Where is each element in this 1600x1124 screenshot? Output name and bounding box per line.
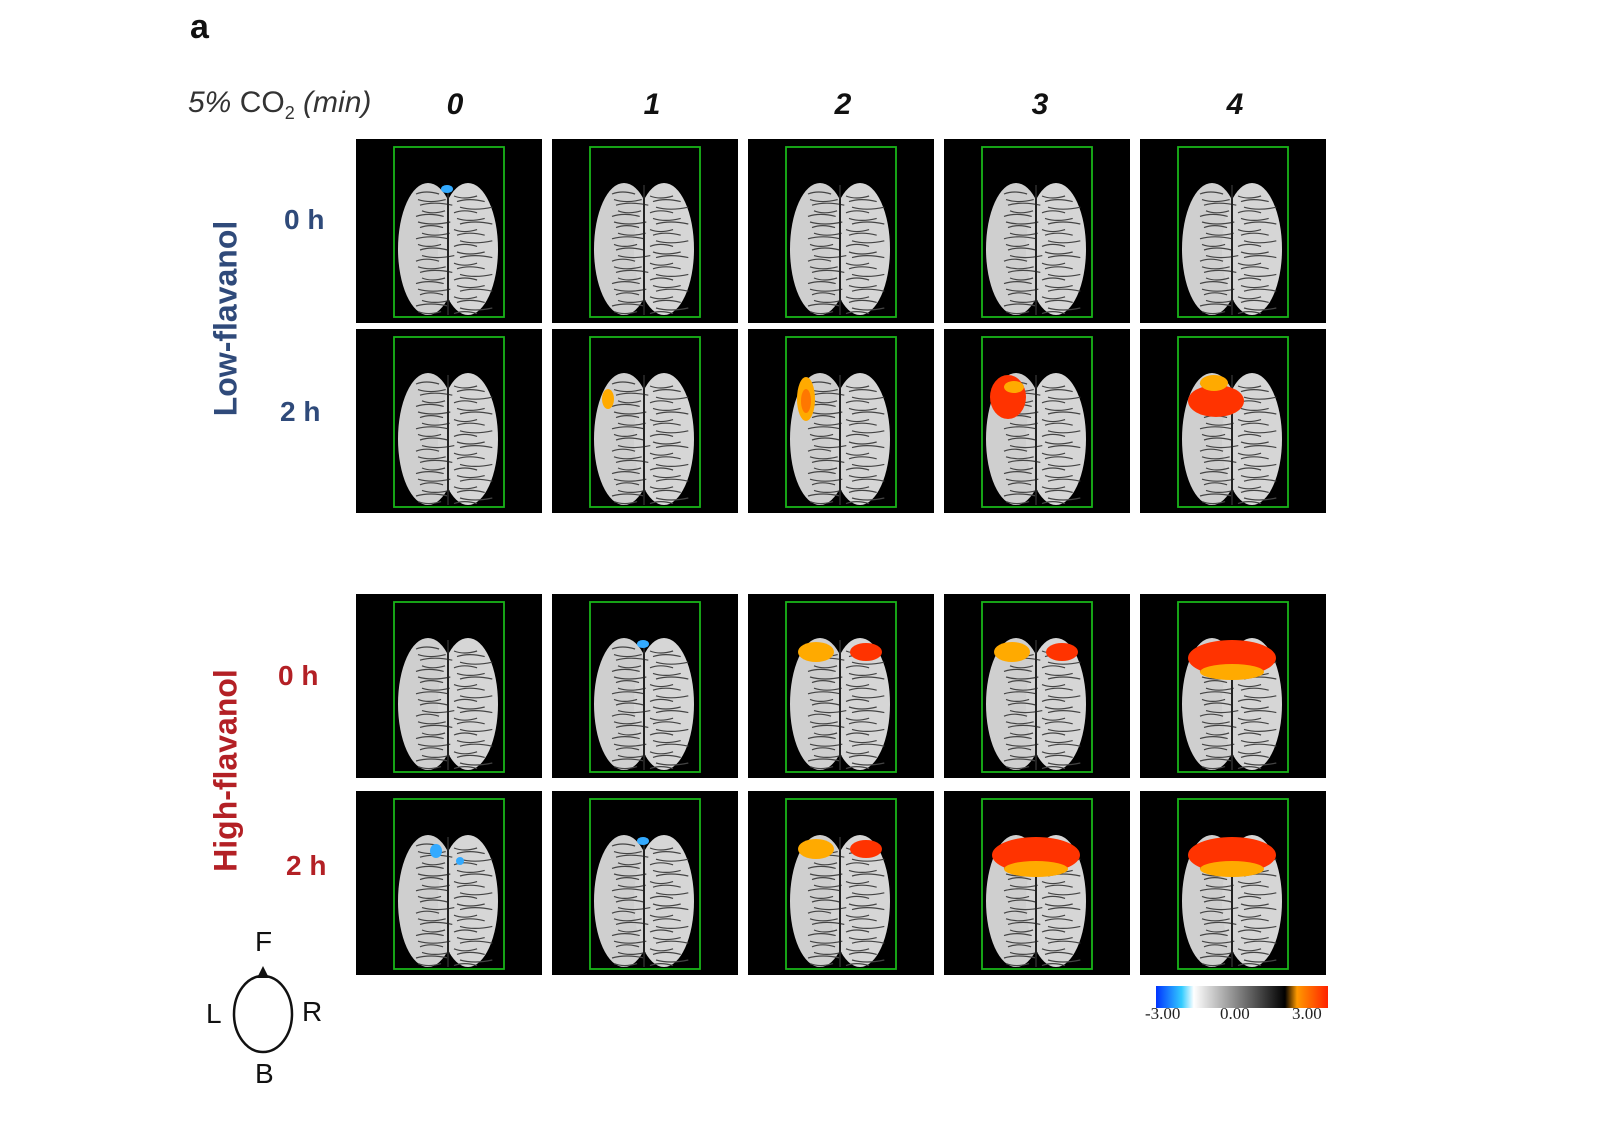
brain-map-image (1177, 798, 1289, 970)
brain-map-low-flavanol-0h-col4 (1140, 139, 1326, 323)
brain-map-image (589, 601, 701, 773)
brain-map-image (981, 336, 1093, 508)
brain-map-high-flavanol-0h-col3 (944, 594, 1130, 778)
row-label-high-0h: 0 h (278, 660, 319, 691)
brain-map-high-flavanol-0h-col0 (356, 594, 542, 778)
row-label-low-2h: 2 h (280, 396, 321, 427)
brain-map-high-flavanol-2h-col3 (944, 791, 1130, 975)
row-label-high-2h: 2 h (286, 850, 327, 881)
x-axis-prefix: 5% (188, 86, 240, 119)
x-axis-suffix: (min) (294, 86, 372, 119)
group-label-low-flavanol: Low-flavanol (207, 220, 244, 417)
brain-map-image (785, 336, 897, 508)
colorbar-max-label: 3.00 (1292, 1004, 1322, 1023)
brain-map-low-flavanol-2h-col3 (944, 329, 1130, 513)
brain-map-image (589, 798, 701, 970)
orientation-diagram: F B L R (200, 922, 340, 1097)
orientation-right-label: R (302, 996, 323, 1027)
brain-map-low-flavanol-2h-col2 (748, 329, 934, 513)
brain-map-high-flavanol-0h-col4 (1140, 594, 1326, 778)
orientation-front-label: F (255, 926, 273, 957)
orientation-ring-icon (232, 966, 294, 1054)
brain-map-low-flavanol-2h-col4 (1140, 329, 1326, 513)
brain-map-image (981, 146, 1093, 318)
group-label-high-flavanol: High-flavanol (207, 669, 244, 872)
brain-map-image (1177, 336, 1289, 508)
brain-map-image (981, 601, 1093, 773)
brain-map-low-flavanol-0h-col2 (748, 139, 934, 323)
co2-label: CO (239, 86, 285, 119)
colorbar-mid-label: 0.00 (1220, 1004, 1250, 1023)
brain-map-high-flavanol-2h-col0 (356, 791, 542, 975)
column-label-2: 2 (834, 88, 852, 121)
brain-map-image (393, 798, 505, 970)
colorbar (1156, 986, 1328, 1008)
brain-map-image (393, 146, 505, 318)
brain-map-image (1177, 146, 1289, 318)
orientation-back-label: B (255, 1058, 274, 1089)
brain-map-low-flavanol-0h-col0 (356, 139, 542, 323)
brain-map-high-flavanol-0h-col2 (748, 594, 934, 778)
row-label-low-0h: 0 h (284, 204, 325, 235)
brain-map-high-flavanol-2h-col4 (1140, 791, 1326, 975)
column-label-1: 1 (643, 88, 661, 121)
panel-letter: a (190, 8, 209, 46)
brain-map-high-flavanol-2h-col2 (748, 791, 934, 975)
colorbar-min-label: -3.00 (1145, 1004, 1181, 1023)
brain-map-image (1177, 601, 1289, 773)
brain-map-image (785, 146, 897, 318)
orientation-left-label: L (206, 998, 222, 1029)
brain-map-low-flavanol-2h-col0 (356, 329, 542, 513)
column-label-4: 4 (1226, 88, 1244, 121)
column-label-3: 3 (1031, 88, 1049, 121)
x-axis-title: 5% CO2 (min) (188, 86, 371, 124)
brain-map-high-flavanol-2h-col1 (552, 791, 738, 975)
column-label-0: 0 (446, 88, 464, 121)
brain-map-image (785, 798, 897, 970)
brain-map-image (589, 336, 701, 508)
brain-map-image (393, 336, 505, 508)
brain-map-image (981, 798, 1093, 970)
brain-map-image (589, 146, 701, 318)
brain-map-high-flavanol-0h-col1 (552, 594, 738, 778)
brain-map-low-flavanol-2h-col1 (552, 329, 738, 513)
brain-map-image (393, 601, 505, 773)
brain-map-low-flavanol-0h-col3 (944, 139, 1130, 323)
brain-map-low-flavanol-0h-col1 (552, 139, 738, 323)
brain-map-image (785, 601, 897, 773)
co2-subscript: 2 (284, 103, 295, 123)
